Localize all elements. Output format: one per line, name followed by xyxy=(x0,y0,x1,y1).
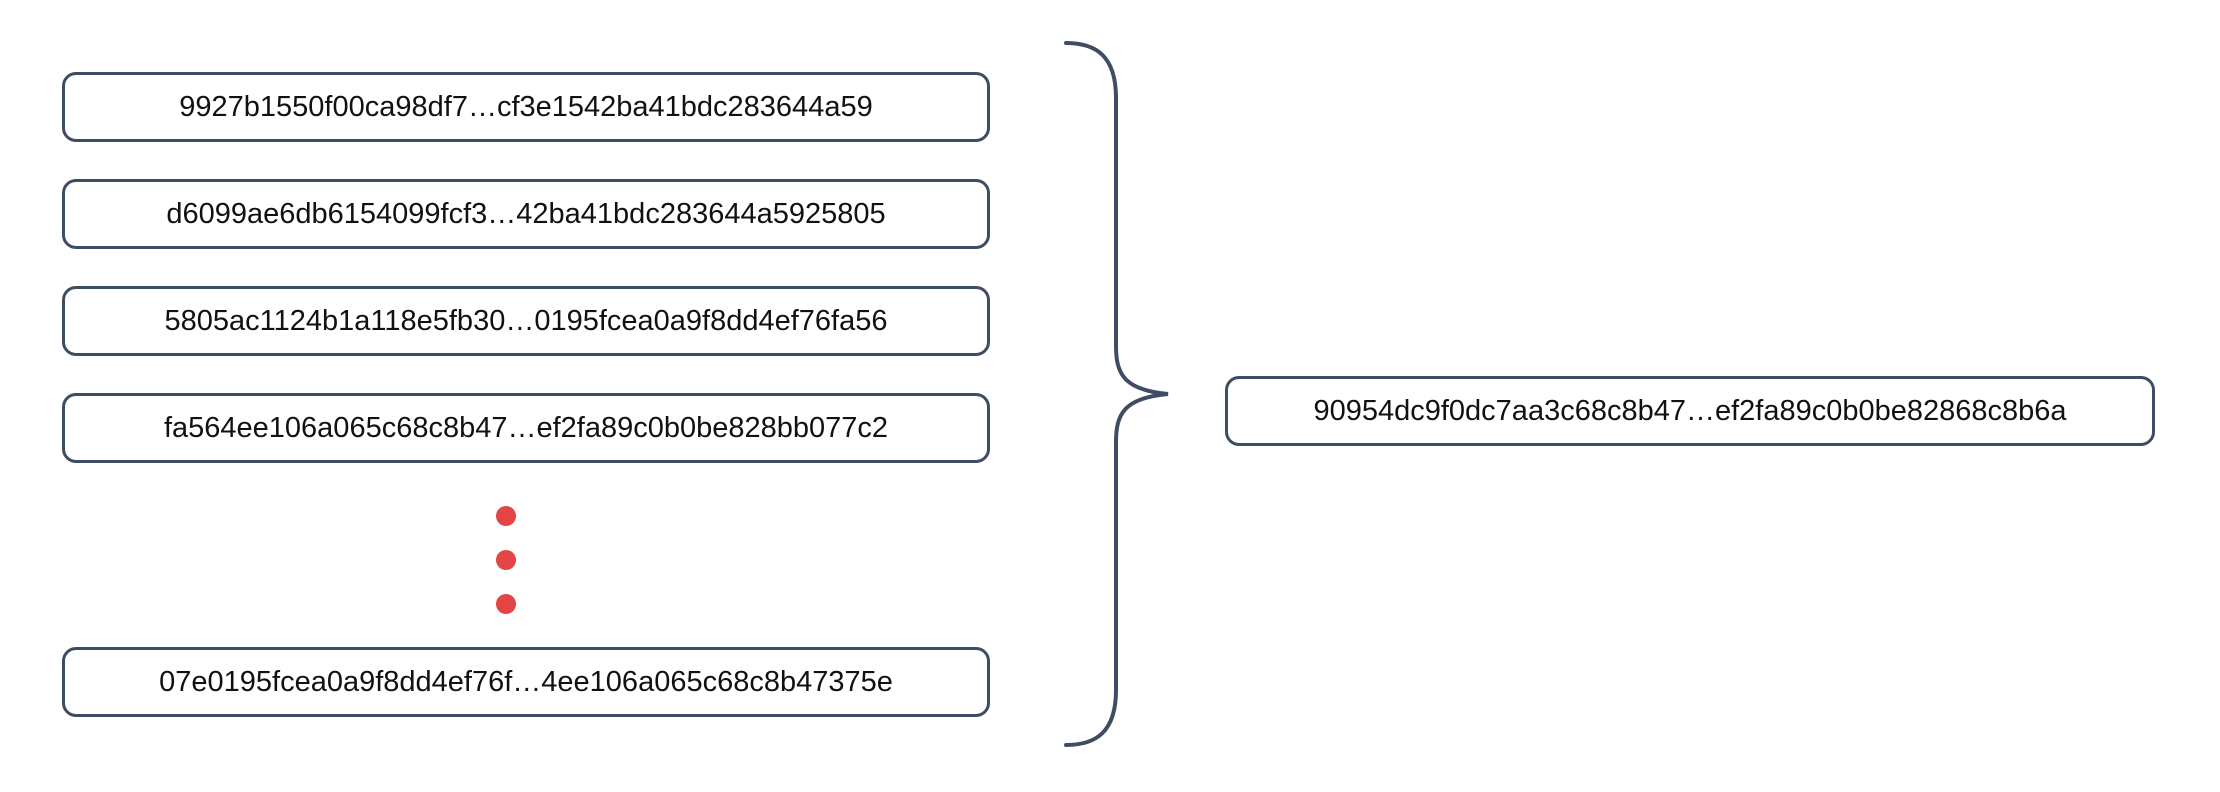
curly-brace-icon xyxy=(1064,41,1169,747)
hash-box: d6099ae6db6154099fcf3…42ba41bdc283644a59… xyxy=(62,179,990,249)
ellipsis-dot xyxy=(496,594,516,614)
hash-box: 5805ac1124b1a118e5fb30…0195fcea0a9f8dd4e… xyxy=(62,286,990,356)
hash-box: 07e0195fcea0a9f8dd4ef76f…4ee106a065c68c8… xyxy=(62,647,990,717)
ellipsis-dot xyxy=(496,506,516,526)
hash-box: fa564ee106a065c68c8b47…ef2fa89c0b0be828b… xyxy=(62,393,990,463)
ellipsis-dot xyxy=(496,550,516,570)
hash-box: 9927b1550f00ca98df7…cf3e1542ba41bdc28364… xyxy=(62,72,990,142)
hash-value: 9927b1550f00ca98df7…cf3e1542ba41bdc28364… xyxy=(179,90,873,123)
hash-value: fa564ee106a065c68c8b47…ef2fa89c0b0be828b… xyxy=(163,411,889,444)
hash-value: 07e0195fcea0a9f8dd4ef76f…4ee106a065c68c8… xyxy=(159,665,893,698)
hash-value: d6099ae6db6154099fcf3…42ba41bdc283644a59… xyxy=(166,197,886,230)
hash-value: 5805ac1124b1a118e5fb30…0195fcea0a9f8dd4e… xyxy=(164,304,888,337)
result-hash-value: 90954dc9f0dc7aa3c68c8b47…ef2fa89c0b0be82… xyxy=(1313,394,2067,427)
result-hash-box: 90954dc9f0dc7aa3c68c8b47…ef2fa89c0b0be82… xyxy=(1225,376,2155,446)
